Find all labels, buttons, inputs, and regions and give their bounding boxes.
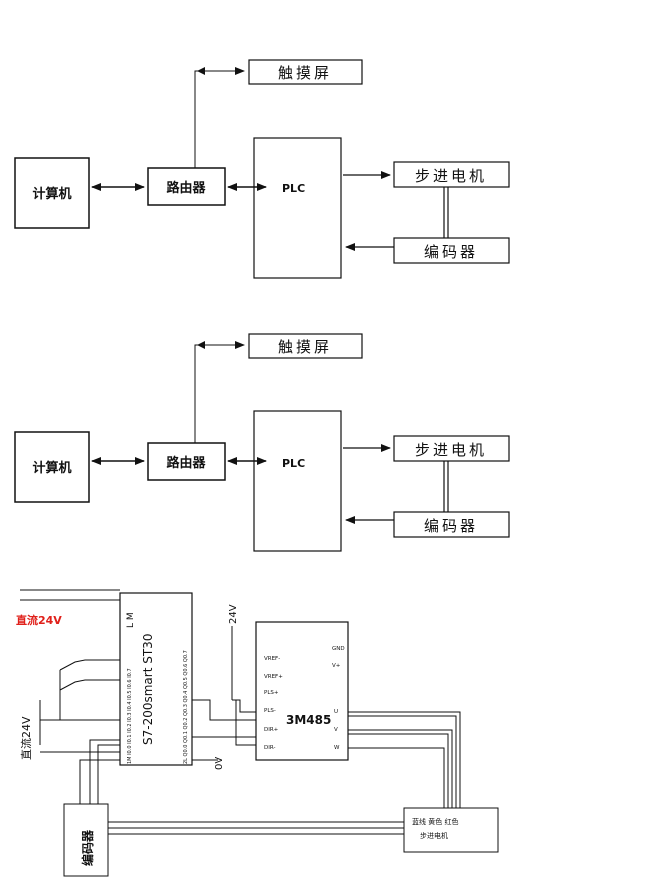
driver-pin-vref-minus: VREF- xyxy=(264,656,280,662)
wire-encoder-plc-2 xyxy=(89,739,120,804)
plc-label: PLC xyxy=(282,182,305,195)
wire-v-b xyxy=(348,733,449,808)
driver-pin-w: W xyxy=(334,745,340,751)
block-diagram-1: 计算机 路由器 触摸屏 PLC 步进电机 编码器 xyxy=(14,59,510,279)
wire-v xyxy=(348,729,453,808)
plc-output-pins: 2L Q0.0 Q0.1 Q0.2 Q0.3 Q0.4 Q0.5 Q0.6 Q0… xyxy=(183,650,189,764)
wire-encoder-plc-1 xyxy=(79,759,120,804)
wire-24v-dir xyxy=(235,700,256,746)
router-label: 路由器 xyxy=(166,455,206,471)
motor-box-line1: 蓝线 黄色 红色 xyxy=(412,817,458,826)
stepper-motor-box xyxy=(393,435,510,462)
computer-box xyxy=(14,157,90,229)
plc-box xyxy=(253,410,342,552)
plc-box xyxy=(253,137,342,279)
encoder-wiring-box xyxy=(63,803,109,877)
stepper-motor-wiring-box xyxy=(403,807,499,853)
label-0v: 0V xyxy=(214,757,225,770)
connector-arrowhead-left xyxy=(197,341,205,349)
driver-pin-v: V xyxy=(334,727,338,733)
encoder-label: 编码器 xyxy=(424,517,478,535)
encoder-wiring-label: 编码器 xyxy=(80,829,95,867)
stepper-motor-label: 步进电机 xyxy=(415,441,487,459)
switch-1 xyxy=(59,659,120,671)
router-touchscreen-connector xyxy=(194,67,245,168)
wiring-diagram: 直流24V S7-200smart ST30 L M 1M I0.0 I0.1 … xyxy=(16,589,499,877)
touchscreen-label: 触摸屏 xyxy=(278,338,332,356)
computer-box xyxy=(14,431,90,503)
block-diagram-2: 计算机 路由器 触摸屏 PLC 步进电机 编码器 xyxy=(14,333,510,552)
computer-label: 计算机 xyxy=(32,460,71,476)
driver-pin-u: U xyxy=(334,709,338,715)
computer-label: 计算机 xyxy=(32,186,71,202)
wire-encoder-plc-3 xyxy=(97,744,120,804)
motor-box-line2: 步进电机 xyxy=(420,831,448,840)
plc-module-box xyxy=(119,592,193,766)
wire-u xyxy=(348,711,461,808)
wire-w xyxy=(348,747,445,808)
connector-arrowhead-left xyxy=(197,67,205,75)
dc24v-red-label: 直流24V xyxy=(16,613,62,627)
router-touchscreen-connector xyxy=(194,341,245,443)
router-label: 路由器 xyxy=(166,180,206,196)
wire-plc-pls-plus xyxy=(192,699,256,721)
driver-model-label: 3M485 xyxy=(286,713,331,727)
plc-top-terminal-label: L M xyxy=(126,612,136,628)
stepper-motor-label: 步进电机 xyxy=(415,167,487,185)
router-box xyxy=(147,442,226,481)
encoder-label: 编码器 xyxy=(424,243,478,261)
router-box xyxy=(147,167,226,206)
driver-pin-pls-plus: PLS+ xyxy=(264,690,279,696)
driver-pin-dir-minus: DIR- xyxy=(264,745,275,751)
driver-pin-pls-minus: PLS- xyxy=(264,708,276,714)
encoder-box xyxy=(393,237,510,264)
plc-label: PLC xyxy=(282,457,305,470)
label-24v: 24V xyxy=(228,604,239,624)
driver-pin-vplus: V+ xyxy=(332,663,341,669)
driver-pin-vref-plus: VREF+ xyxy=(264,674,283,680)
touchscreen-box xyxy=(248,59,363,85)
encoder-box xyxy=(393,511,510,538)
driver-pin-gnd: GND xyxy=(332,646,345,652)
dc24v-side-label: 直流24V xyxy=(19,716,33,760)
driver-pin-dir-plus: DIR+ xyxy=(264,727,279,733)
touchscreen-label: 触摸屏 xyxy=(278,64,332,82)
plc-input-pins: 1M I0.0 I0.1 I0.2 I0.3 I0.4 I0.5 I0.6 I0… xyxy=(127,668,133,764)
wire-u-b xyxy=(348,715,457,808)
stepper-motor-box xyxy=(393,161,510,188)
switch-2 xyxy=(59,679,120,691)
plc-model-label: S7-200smart ST30 xyxy=(141,634,155,745)
driver-box xyxy=(255,621,349,761)
touchscreen-box xyxy=(248,333,363,359)
